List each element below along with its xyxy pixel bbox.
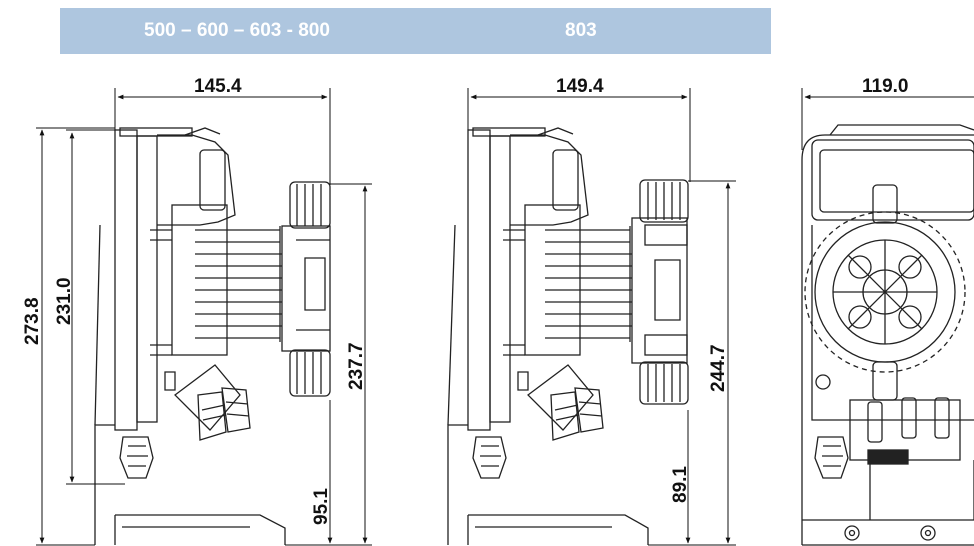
left-dimension-lines	[36, 88, 372, 546]
header-models-500-600-603-800: 500 – 600 – 603 - 800	[144, 20, 330, 41]
model-header-bar: 500 – 600 – 603 - 800 803	[60, 8, 771, 54]
dim-left-outlet-height: 237.7	[346, 342, 367, 390]
dim-left-inlet-height: 95.1	[311, 488, 332, 525]
left-pump-side-view	[94, 127, 331, 545]
right-pump-front-view	[801, 124, 974, 546]
right-dimension-lines	[801, 88, 974, 150]
dim-right-width: 119.0	[862, 76, 909, 97]
dim-left-body-height: 231.0	[54, 277, 75, 325]
dim-left-total-height: 273.8	[22, 297, 43, 345]
header-model-803: 803	[565, 20, 597, 41]
dim-middle-outlet-height: 244.7	[708, 344, 729, 392]
middle-pump-side-view	[447, 127, 689, 545]
dim-left-width: 145.4	[194, 76, 242, 97]
dim-middle-width: 149.4	[556, 76, 604, 97]
middle-dimension-lines	[467, 88, 736, 546]
dim-middle-inlet-height: 89.1	[670, 466, 691, 503]
